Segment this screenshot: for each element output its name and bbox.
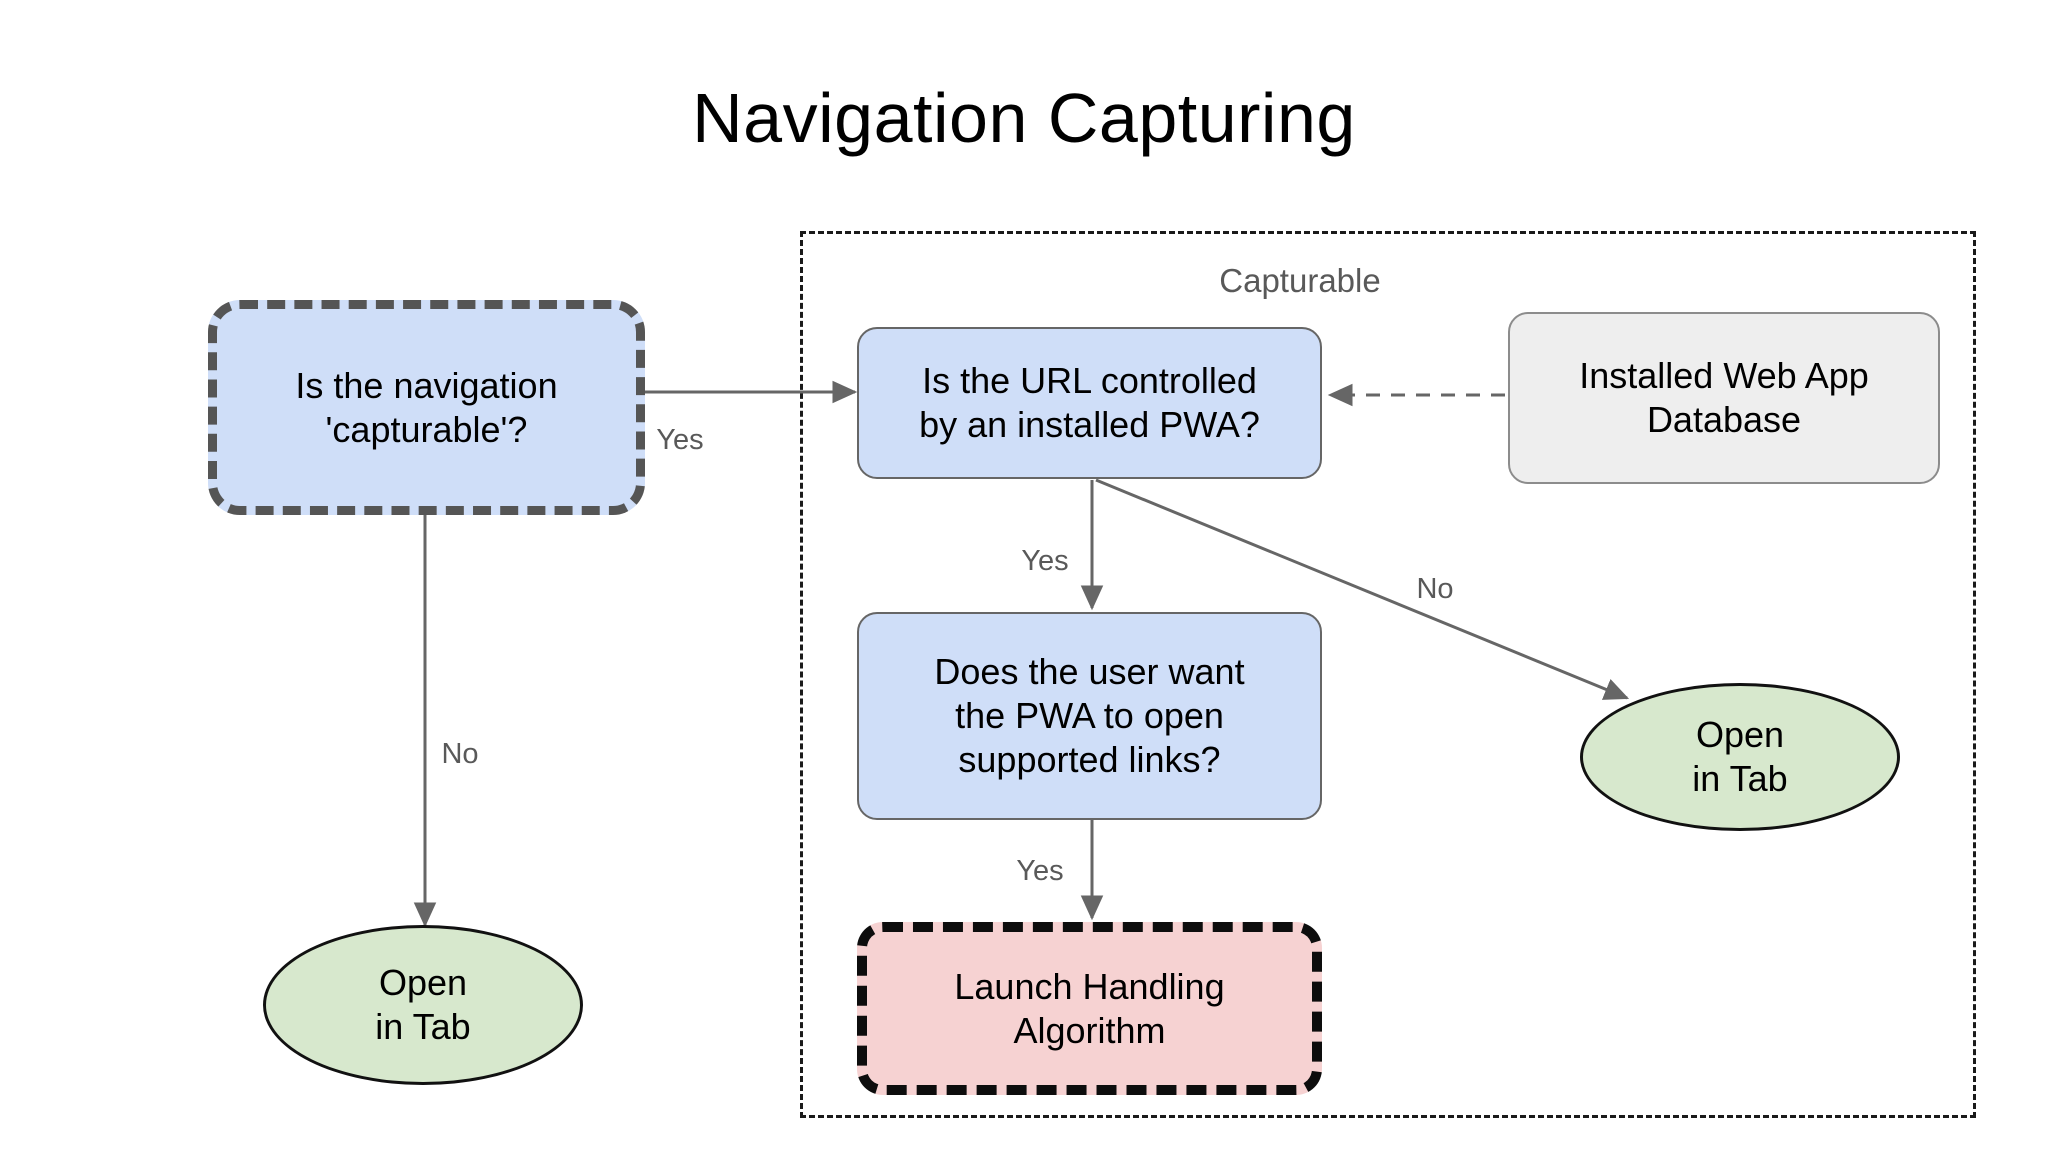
page-title: Navigation Capturing [692,79,1356,157]
node-is-url-controlled[interactable]: Is the URL controlled by an installed PW… [857,327,1322,479]
node-line: Launch Handling [954,965,1225,1007]
node-open-in-tab-right[interactable]: Open in Tab [1580,683,1900,831]
node-line: the PWA to open [955,695,1224,737]
node-line: Database [1646,399,1802,440]
node-line: Installed Web App [1579,355,1869,397]
node-line: Open [1695,714,1785,756]
node-installed-web-app-database[interactable]: Installed Web App Database [1508,312,1940,484]
node-line: supported links? [958,738,1221,780]
edge-label-url-no: No [1416,573,1454,605]
node-line: Algorithm [1013,1009,1166,1051]
edge-label-user-want-yes: Yes [1016,855,1064,887]
node-line: Is the navigation [295,364,558,406]
capturable-group-container [800,231,1976,1118]
capturable-group-label: Capturable [1219,262,1381,299]
node-launch-handling-algorithm[interactable]: Launch Handling Algorithm [857,922,1322,1095]
edge-label-capturable-no: No [441,738,479,770]
node-line: Does the user want [934,651,1245,693]
node-line: Is the URL controlled [922,360,1257,402]
edge-label-url-yes: Yes [1021,545,1069,577]
node-open-in-tab-left[interactable]: Open in Tab [263,925,583,1085]
node-line: Open [378,962,468,1004]
node-is-navigation-capturable[interactable]: Is the navigation 'capturable'? [208,300,645,515]
node-does-user-want-pwa[interactable]: Does the user want the PWA to open suppo… [857,612,1322,820]
edge-label-capturable-yes: Yes [656,424,704,456]
node-line: in Tab [1692,758,1788,799]
node-line: by an installed PWA? [919,404,1260,445]
node-line: 'capturable'? [325,408,528,450]
node-line: in Tab [375,1006,471,1047]
